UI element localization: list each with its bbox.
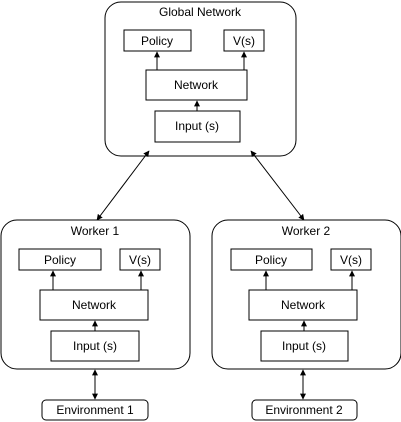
global-worker2-sync-arrow <box>250 150 305 221</box>
worker-2-value-label: V(s) <box>340 253 362 267</box>
worker-1-policy-label: Policy <box>44 253 76 267</box>
worker-1-network-label: Network <box>72 298 117 312</box>
global-input-box <box>154 110 241 143</box>
worker-1-value-label: V(s) <box>129 253 151 267</box>
environment-1-box <box>41 399 149 421</box>
global-worker1-sync-arrow <box>96 150 150 221</box>
worker-2-title: Worker 2 <box>282 224 331 238</box>
worker-1-policy-box <box>18 248 102 271</box>
worker-1-input-label: Input (s) <box>73 339 117 353</box>
worker-1-value-box <box>119 248 161 271</box>
worker-2-value-box <box>330 248 372 271</box>
worker-2-policy-box <box>230 248 313 271</box>
worker-2-network-label: Network <box>281 298 326 312</box>
environment-2-box <box>251 399 358 421</box>
global-network-group: Global Network Policy V(s) Network Input… <box>104 1 297 157</box>
global-value-box <box>223 29 265 52</box>
global-network-label: Network <box>174 78 219 92</box>
environment-1-label: Environment 1 <box>56 403 134 417</box>
worker-1-title: Worker 1 <box>71 224 120 238</box>
worker-2-policy-label: Policy <box>255 253 287 267</box>
global-policy-box <box>123 29 192 52</box>
worker-2-input-label: Input (s) <box>282 339 326 353</box>
global-value-label: V(s) <box>233 34 255 48</box>
worker-2-input-box <box>260 330 349 362</box>
worker-1-group: Worker 1 Policy V(s) Network Input (s) <box>0 219 191 370</box>
worker-2-group: Worker 2 Policy V(s) Network Input (s) <box>211 219 401 370</box>
worker-1-network-box <box>39 289 149 321</box>
environment-2-label: Environment 2 <box>265 403 343 417</box>
worker-2-network-box <box>248 289 358 321</box>
global-policy-label: Policy <box>141 34 173 48</box>
global-input-label: Input (s) <box>175 119 219 133</box>
global-network-title: Global Network <box>159 5 242 19</box>
global-network-box <box>145 69 248 101</box>
